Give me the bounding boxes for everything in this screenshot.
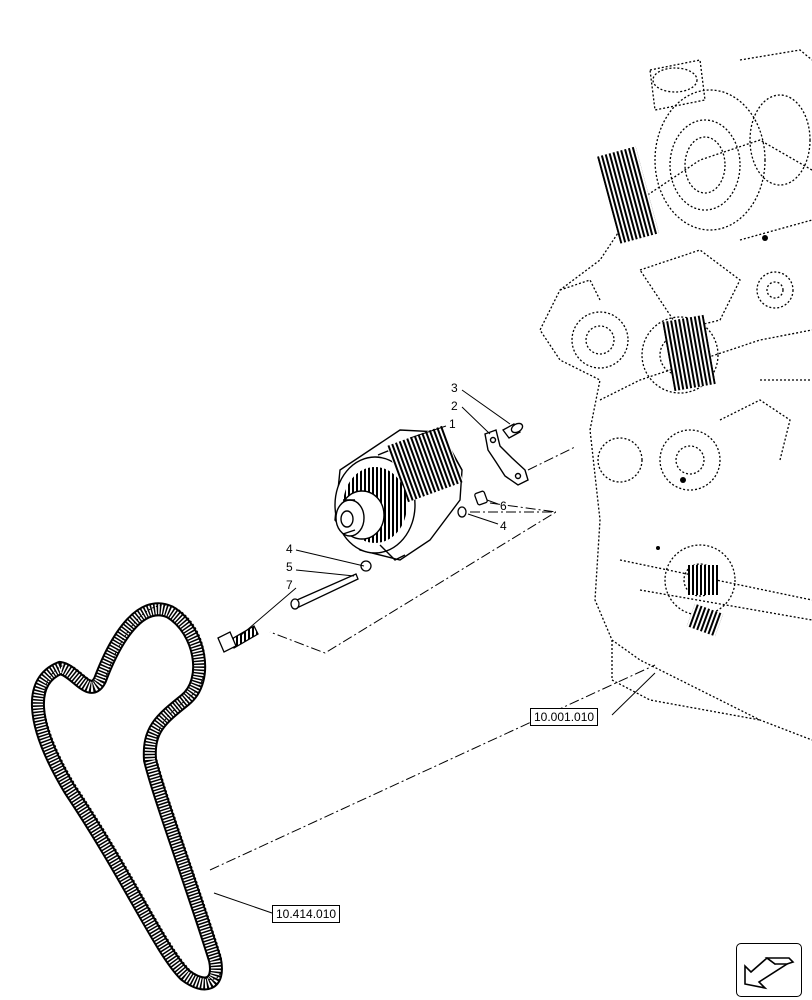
bolt-7: [217, 625, 259, 653]
engine-details: [597, 146, 768, 637]
navigate-back-button[interactable]: [736, 943, 802, 997]
callout-3: 3: [451, 381, 458, 395]
bracket: [484, 429, 529, 486]
nut-6: [474, 490, 488, 506]
bolt-5: [290, 573, 359, 610]
callout-5: 5: [286, 560, 293, 574]
callout-6: 6: [500, 499, 507, 513]
engine-block: [539, 49, 812, 741]
washer-4-upper: [457, 506, 467, 518]
callout-7: 7: [286, 578, 293, 592]
callout-1: 1: [449, 417, 456, 431]
arrow-icon: [744, 956, 795, 990]
callout-4-lower: 4: [286, 542, 293, 556]
callout-2: 2: [451, 399, 458, 413]
drive-belt: [30, 602, 223, 991]
screw-3: [502, 422, 524, 439]
engine-reference-link[interactable]: 10.001.010: [530, 708, 599, 726]
belt-reference-link[interactable]: 10.414.010: [272, 905, 341, 923]
alternator: [334, 425, 464, 561]
washer-4-lower: [360, 560, 372, 572]
assembly-lines: [209, 446, 656, 871]
callout-4-upper: 4: [500, 519, 507, 533]
leader-lines: [213, 389, 656, 914]
